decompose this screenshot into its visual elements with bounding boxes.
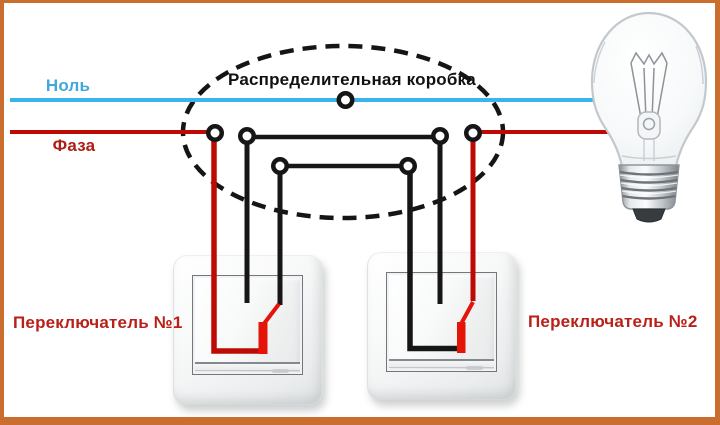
switch-1-rocker-seam: [195, 362, 300, 371]
switch-2-rocker: [386, 272, 497, 372]
wall-switch-1-photo: [173, 255, 323, 405]
switch-2-label: Переключатель №2: [528, 312, 698, 331]
light-bulb-illustration: [590, 11, 708, 223]
switch-1-rocker: [192, 275, 303, 375]
junction-box-label: Распределительная коробка: [228, 70, 476, 89]
switch-1-label: Переключатель №1: [13, 313, 183, 332]
switch-1-brand-mark: [272, 369, 289, 373]
wall-switch-2-photo: [367, 252, 517, 400]
switch-2-rocker-seam: [389, 359, 494, 368]
phase-label: Фаза: [52, 136, 96, 155]
traveler-wires: [247, 134, 440, 169]
switch-2-brand-mark: [466, 366, 483, 370]
terminal-dots: [206, 91, 482, 175]
neutral-label: Ноль: [45, 76, 91, 95]
